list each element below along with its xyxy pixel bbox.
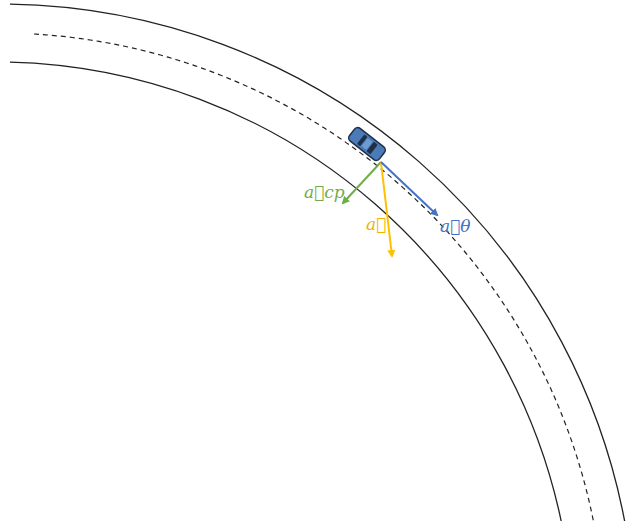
- vector-label: a⃗θ: [440, 216, 471, 236]
- tangential-arrow: [381, 162, 437, 215]
- car: [347, 126, 387, 162]
- lane-line: [34, 34, 598, 521]
- vector-label: a⃗: [366, 214, 386, 234]
- acceleration-arrow: [381, 162, 392, 256]
- centripetal-arrow: [343, 162, 381, 203]
- road-edge: [10, 4, 629, 521]
- road-edge: [10, 62, 566, 521]
- vector-label: a⃗cp: [304, 182, 345, 202]
